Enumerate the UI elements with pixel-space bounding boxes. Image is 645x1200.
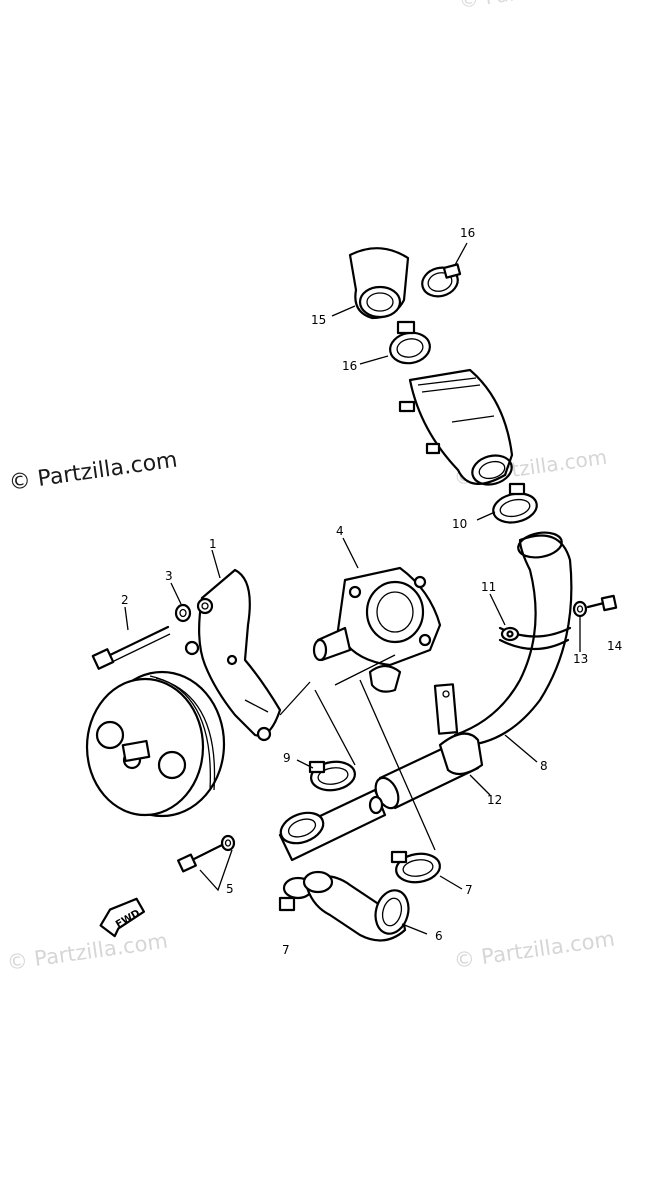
callout-16-top: 16 (460, 226, 475, 240)
watermark-right-bottom: © Partzilla.com (452, 927, 616, 973)
part-12-straight-tube (374, 683, 484, 810)
callout-6: 6 (435, 929, 443, 943)
lower-tube (278, 788, 387, 862)
watermark-top-right: © Partzilla.com (457, 0, 613, 13)
part-7-clamp-right (390, 850, 441, 884)
callout-4: 4 (336, 524, 344, 538)
part-5-bolt (177, 834, 236, 892)
callout-10: 10 (452, 517, 467, 531)
part-2-bolt (91, 625, 171, 670)
part-6-bent-hose (302, 870, 410, 942)
part-14-bolt (586, 594, 618, 612)
part-16-clamp-top (421, 263, 462, 298)
part-4-water-pump (312, 566, 442, 693)
callouts: 1 2 3 4 5 6 7 7 8 9 10 11 12 13 14 15 16… (121, 226, 622, 957)
callout-3: 3 (165, 569, 173, 583)
callout-5: 5 (226, 882, 234, 896)
callout-14: 14 (607, 639, 622, 653)
part-13-washer (572, 600, 588, 618)
part-15-elbow-cap (348, 247, 410, 320)
callout-16-mid: 16 (342, 359, 357, 373)
watermark-main: © Partzilla.com (7, 448, 179, 496)
part-1-bracket (184, 568, 282, 742)
callout-11: 11 (481, 580, 496, 594)
part-10-clamp (492, 482, 538, 524)
leader-lines (279, 654, 436, 851)
callout-leaders (124, 242, 581, 935)
callout-15: 15 (311, 313, 326, 327)
fwd-direction-arrow: FWD (99, 897, 146, 938)
part-9-clamp (308, 760, 356, 792)
callout-1: 1 (209, 537, 217, 551)
callout-8: 8 (540, 759, 548, 773)
callout-7-left: 7 (282, 943, 290, 957)
part-16-clamp-mid (389, 320, 431, 365)
callout-7-right: 7 (465, 883, 473, 897)
callout-13: 13 (573, 652, 588, 666)
watermark-left-bottom: © Partzilla.com (5, 929, 169, 975)
part-3-washer (174, 603, 192, 623)
part-11-band-clamp (498, 626, 572, 650)
callout-2: 2 (121, 593, 129, 607)
callout-12: 12 (487, 793, 502, 807)
callout-9: 9 (283, 751, 291, 765)
muffler-body (398, 368, 514, 486)
pulley (85, 670, 226, 818)
